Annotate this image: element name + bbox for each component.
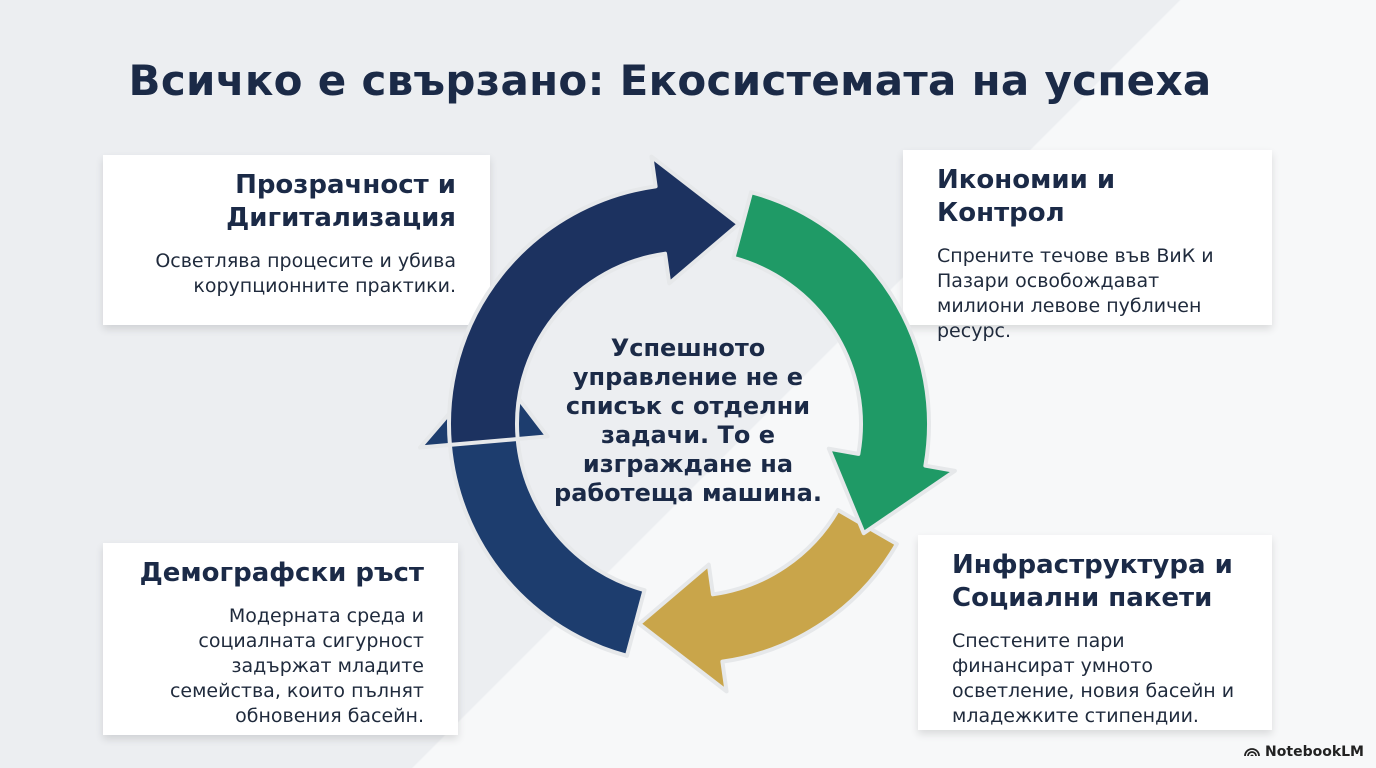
card-heading: Икономии и Контрол [937, 165, 1116, 228]
notebooklm-brand: NotebookLM [1244, 744, 1364, 760]
card-heading: Инфраструктура и Социални пакети [952, 550, 1233, 613]
page-title: Всичко е свързано: Екосистемата на успех… [128, 56, 1212, 105]
arrow-gold-icon [637, 508, 899, 694]
card-demographics: Демографски ръст Модерната среда и социа… [103, 543, 458, 735]
brand-label: NotebookLM [1265, 744, 1364, 760]
card-heading: Прозрачност и Дигитализация [226, 170, 456, 233]
arrow-green-icon [731, 190, 957, 536]
card-text: Спрените течове във ВиК и Пазари освобож… [937, 245, 1214, 342]
card-text: Осветлява процесите и убива корупционнит… [155, 250, 456, 297]
arrow-navy-top-icon [447, 154, 741, 447]
card-savings: Икономии и Контрол Спрените течове във В… [903, 150, 1272, 342]
notebooklm-logo-icon [1244, 744, 1260, 760]
card-text: Модерната среда и социалната сигурност з… [169, 605, 424, 727]
card-heading: Демографски ръст [139, 558, 424, 588]
center-text: Успешното управление не е списък с отдел… [554, 334, 822, 507]
card-transparency: Прозрачност и Дигитализация Осветлява пр… [103, 155, 490, 325]
card-infrastructure: Инфраструктура и Социални пакети Спестен… [918, 535, 1272, 730]
card-text: Спестените пари финансират умното осветл… [952, 630, 1235, 727]
